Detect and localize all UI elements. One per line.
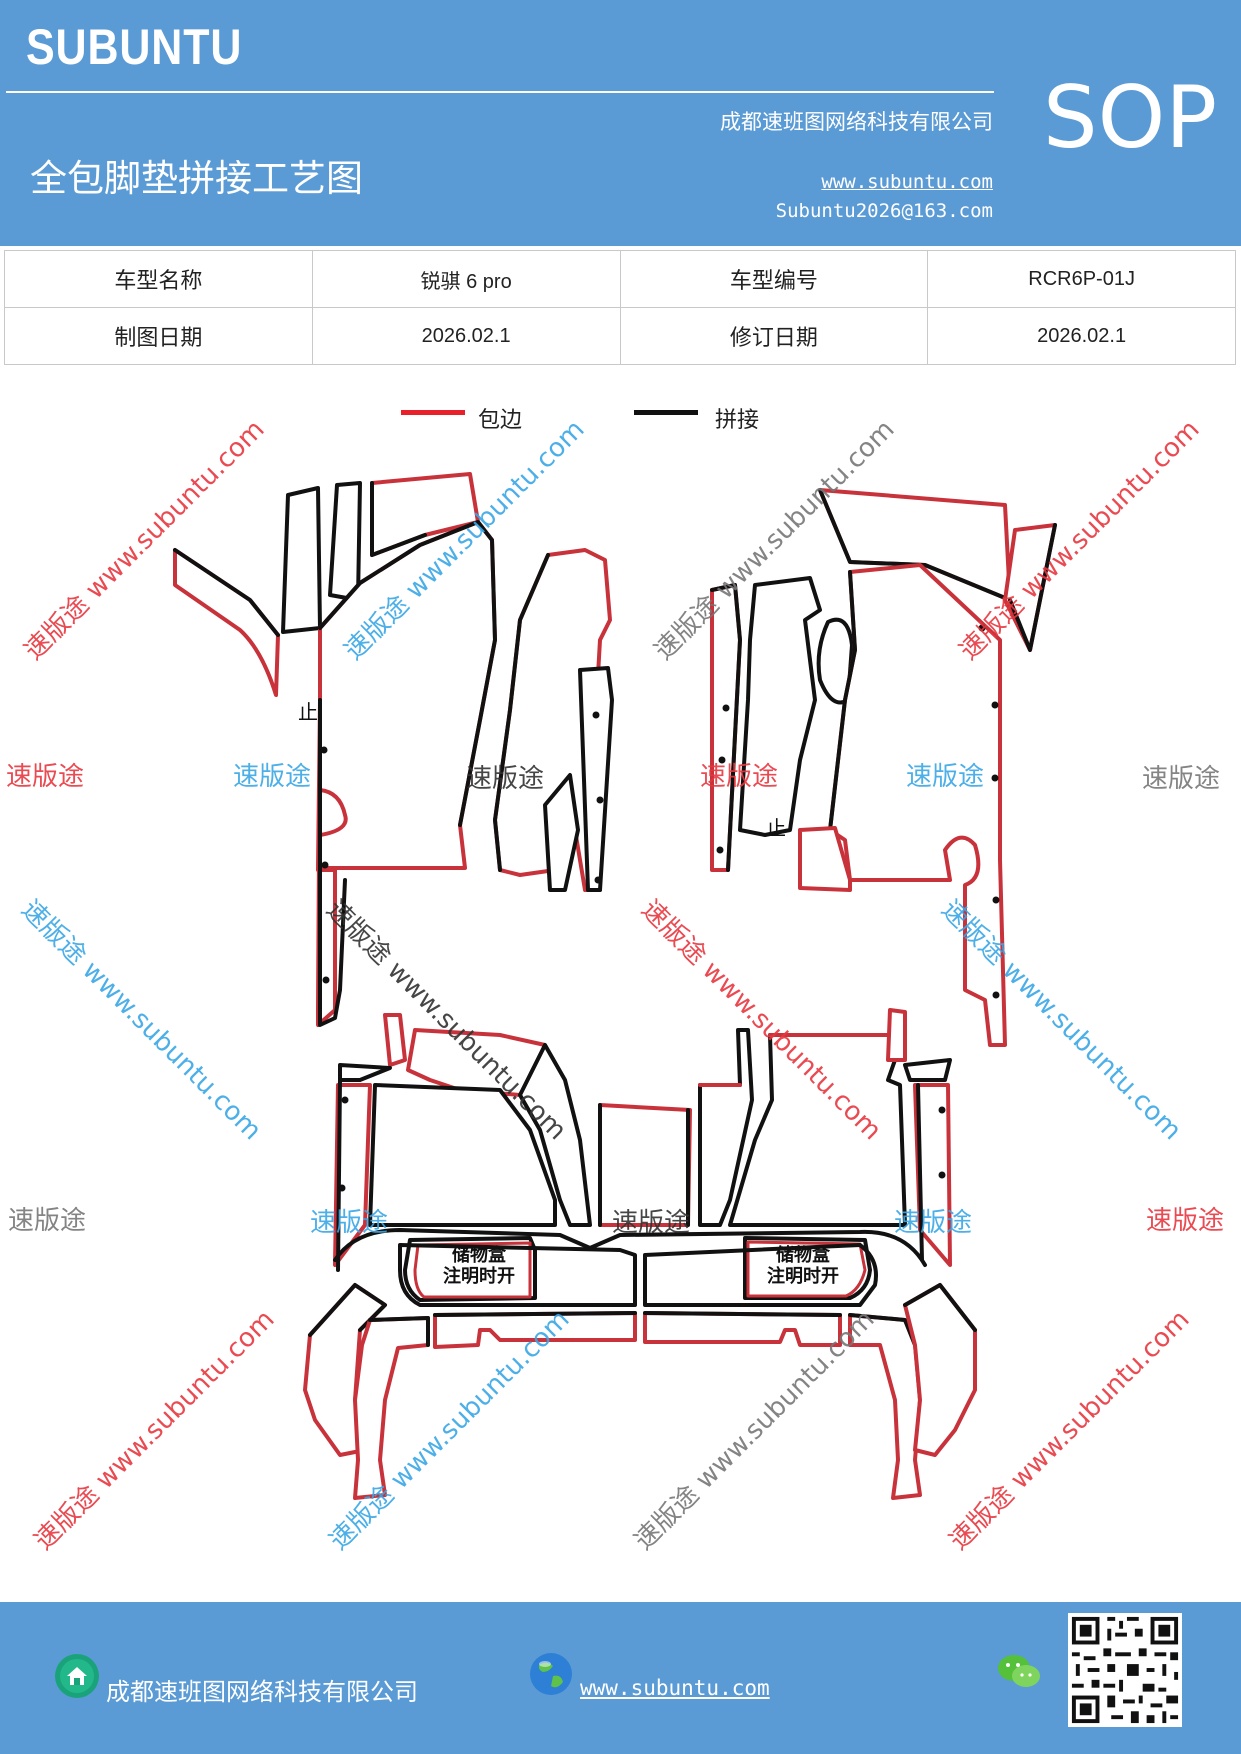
watermark: 速版途 bbox=[8, 1206, 87, 1236]
floor-mat-diagram bbox=[173, 472, 1057, 1500]
storage-box-label-line: 储物盒 bbox=[776, 1245, 830, 1266]
stop-mark: 止 bbox=[766, 816, 786, 840]
watermark: 速版途 bbox=[233, 762, 312, 792]
watermark: 速版途 bbox=[310, 1208, 389, 1238]
storage-box-left bbox=[403, 1236, 537, 1302]
qr-code-icon bbox=[1068, 1613, 1182, 1727]
footer-company: 成都速班图网络科技有限公司 bbox=[106, 1678, 418, 1706]
storage-box-right bbox=[743, 1236, 872, 1300]
mat-piece bbox=[308, 1283, 387, 1337]
watermark: 速版途 bbox=[1142, 764, 1221, 794]
mat-piece bbox=[368, 1316, 430, 1347]
mat-piece bbox=[398, 1243, 637, 1307]
mat-piece bbox=[173, 548, 280, 637]
table-cell: 2026.02.1 bbox=[311, 307, 621, 365]
watermark: 速版途 bbox=[466, 764, 545, 794]
mat-piece bbox=[338, 1063, 392, 1082]
sop-badge: SOP bbox=[1043, 68, 1218, 168]
globe-icon bbox=[530, 1653, 572, 1695]
mat-piece bbox=[903, 1283, 977, 1457]
mat-piece bbox=[738, 576, 822, 837]
mat-piece bbox=[336, 1078, 924, 1272]
mat-piece bbox=[518, 1043, 592, 1227]
header-website-link[interactable]: www.subuntu.com bbox=[821, 171, 993, 193]
table-cell: 锐骐 6 pro bbox=[311, 250, 621, 308]
mat-piece bbox=[798, 826, 852, 892]
storage-box-right-edge bbox=[746, 1240, 867, 1298]
mat-piece bbox=[816, 617, 854, 705]
mat-piece bbox=[333, 1083, 372, 1267]
storage-box-label: 储物盒 注明时开 bbox=[758, 1245, 848, 1287]
mat-piece bbox=[173, 548, 280, 697]
mat-piece bbox=[318, 698, 347, 1027]
legend-label-edge: 包边 bbox=[478, 408, 523, 433]
mat-piece bbox=[281, 486, 322, 634]
mat-piece bbox=[493, 553, 550, 872]
storage-box-label: 储物盒 注明时开 bbox=[434, 1245, 524, 1287]
footer-banner: 成都速班图网络科技有限公司 www.subuntu.com bbox=[0, 1602, 1241, 1754]
mat-piece bbox=[710, 583, 742, 872]
footer-website-link[interactable]: www.subuntu.com bbox=[580, 1676, 770, 1700]
legend-swatch-edge bbox=[401, 410, 465, 415]
legend-label-seam: 拼接 bbox=[715, 408, 760, 433]
mat-piece bbox=[828, 570, 857, 832]
watermark: 速版途 bbox=[700, 762, 779, 792]
mat-piece bbox=[598, 1103, 690, 1227]
vehicle-info-table: 车型名称 锐骐 6 pro 车型编号 RCR6P-01J 制图日期 2026.0… bbox=[4, 250, 1236, 365]
mat-piece bbox=[643, 1311, 842, 1317]
legend-swatch-seam bbox=[634, 410, 698, 415]
watermark: 速版途 bbox=[906, 762, 985, 792]
mat-piece bbox=[903, 1058, 952, 1082]
table-cell: RCR6P-01J bbox=[927, 250, 1236, 308]
watermark: 速版途 bbox=[894, 1208, 973, 1238]
qr-code-pattern bbox=[1071, 1616, 1179, 1724]
page-title: 全包脚垫拼接工艺图 bbox=[30, 157, 363, 200]
watermark: 速版途 bbox=[6, 762, 85, 792]
table-cell: 车型编号 bbox=[619, 250, 929, 308]
table-cell: 制图日期 bbox=[4, 307, 313, 365]
header-divider bbox=[6, 91, 994, 93]
mat-piece bbox=[578, 666, 614, 892]
mat-piece bbox=[318, 520, 497, 827]
header-company: 成都速班图网络科技有限公司 bbox=[720, 110, 993, 134]
table-row: 制图日期 2026.02.1 修订日期 2026.02.1 bbox=[4, 307, 1236, 365]
stop-mark: 止 bbox=[298, 700, 318, 724]
mat-piece bbox=[383, 1013, 407, 1067]
mat-piece bbox=[333, 1228, 927, 1267]
mat-piece bbox=[433, 1311, 637, 1349]
mat-piece bbox=[643, 1311, 842, 1347]
mat-piece bbox=[886, 1008, 907, 1062]
mat-piece bbox=[543, 773, 580, 892]
mat-piece bbox=[643, 1243, 878, 1307]
storage-box-label-line: 注明时开 bbox=[443, 1266, 515, 1287]
storage-box-label-line: 注明时开 bbox=[767, 1266, 839, 1287]
mat-piece bbox=[698, 1028, 754, 1227]
logo-text: SUBUNTU bbox=[26, 19, 243, 75]
watermark: 速版途 bbox=[1146, 1206, 1225, 1236]
table-row: 车型名称 锐骐 6 pro 车型编号 RCR6P-01J bbox=[4, 250, 1236, 308]
table-cell: 修订日期 bbox=[619, 307, 929, 365]
mat-piece bbox=[368, 1083, 557, 1227]
mat-piece bbox=[818, 488, 1012, 602]
mat-piece bbox=[370, 481, 427, 557]
legend: 包边 拼接 bbox=[0, 398, 1241, 438]
header-email: Subuntu2026@163.com bbox=[775, 200, 993, 222]
storage-box-left-edge bbox=[413, 1241, 532, 1299]
mat-piece bbox=[1008, 523, 1057, 652]
wechat-icon[interactable] bbox=[995, 1650, 1043, 1694]
mat-piece bbox=[828, 563, 1007, 1047]
table-cell: 2026.02.1 bbox=[927, 307, 1236, 365]
mat-piece bbox=[433, 1311, 637, 1317]
watermark: 速版途 bbox=[612, 1208, 691, 1238]
home-icon bbox=[55, 1654, 99, 1698]
table-cell: 车型名称 bbox=[4, 250, 313, 308]
mat-piece bbox=[328, 481, 362, 602]
storage-box-label-line: 储物盒 bbox=[452, 1245, 506, 1266]
mat-piece bbox=[903, 1283, 977, 1332]
header-banner: SUBUNTU 全包脚垫拼接工艺图 成都速班图网络科技有限公司 www.subu… bbox=[0, 0, 1241, 246]
